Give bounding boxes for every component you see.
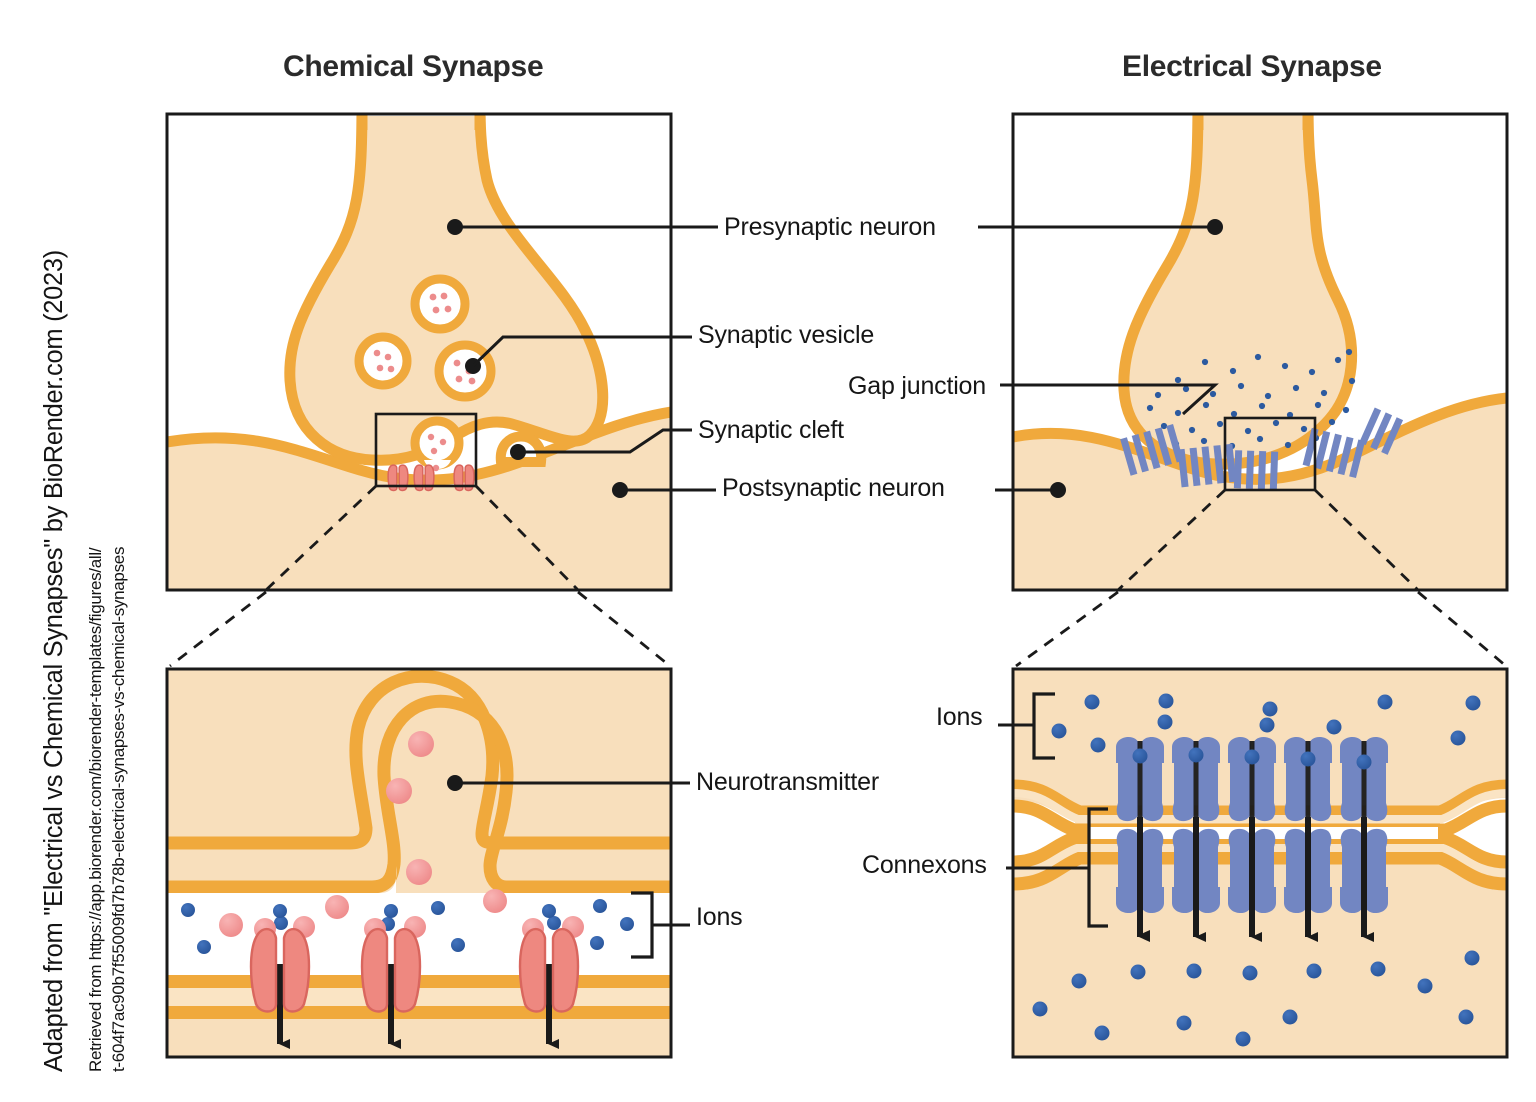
ion <box>1032 1001 1048 1017</box>
ion <box>1450 730 1466 746</box>
ion-group-upper <box>1051 693 1481 770</box>
receptor-channel-group <box>249 904 584 1049</box>
label-ions-left: Ions <box>696 903 743 931</box>
ion <box>431 901 445 915</box>
ion <box>1130 964 1146 980</box>
receptor-subunit <box>249 927 278 1013</box>
zoom-connector-left-outer <box>169 590 267 668</box>
zoom-connector-left-outer <box>1015 590 1119 668</box>
ion <box>620 917 634 931</box>
synaptic-vesicle <box>354 332 412 390</box>
neurotransmitter <box>325 895 349 919</box>
presynaptic-membrane-interior <box>167 681 671 882</box>
ion <box>1051 723 1067 739</box>
label-connexons: Connexons <box>862 851 987 879</box>
label-synaptic-vesicle: Synaptic vesicle <box>698 321 875 349</box>
ion <box>197 940 211 954</box>
label-gap-junction: Gap junction <box>848 372 986 400</box>
postsynaptic-cell-body <box>1013 398 1507 590</box>
ion <box>1094 1025 1110 1041</box>
ion <box>1306 963 1322 979</box>
zoom-connector-right-outer <box>1417 590 1507 668</box>
ion <box>1132 748 1148 764</box>
label-postsynaptic-neuron: Postsynaptic neuron <box>722 474 945 502</box>
label-synaptic-cleft: Synaptic cleft <box>698 416 844 444</box>
ion <box>1262 701 1278 717</box>
ion <box>542 904 556 918</box>
ion <box>1458 1009 1474 1025</box>
callout-lines <box>447 219 1223 959</box>
ion <box>1259 717 1275 733</box>
ion <box>1464 950 1480 966</box>
zoom-connector-left <box>265 484 377 590</box>
presynaptic-membrane-inner <box>167 694 671 894</box>
label-ions-right: Ions <box>936 703 983 731</box>
ion <box>1244 749 1260 765</box>
ion <box>1188 747 1204 763</box>
ion <box>384 904 398 918</box>
postsynaptic-membrane-inner <box>167 1006 671 1019</box>
ion <box>181 903 195 917</box>
ion <box>273 904 287 918</box>
ion <box>1282 1009 1298 1025</box>
neurotransmitter <box>483 889 507 913</box>
title-chemical-synapse: Chemical Synapse <box>283 50 544 83</box>
label-presynaptic-neuron: Presynaptic neuron <box>724 213 936 241</box>
ion <box>1465 695 1481 711</box>
panel-chemical-zoom <box>165 667 673 1059</box>
ion <box>590 936 604 950</box>
ion <box>1300 751 1316 767</box>
gap-junction-connexons <box>1120 407 1404 490</box>
label-neurotransmitter: Neurotransmitter <box>696 768 879 796</box>
ion <box>1370 961 1386 977</box>
zoom-connector-right <box>475 485 579 590</box>
ion <box>1071 973 1087 989</box>
neurotransmitter <box>219 913 243 937</box>
ion <box>1158 693 1174 709</box>
title-electrical-synapse: Electrical Synapse <box>1122 50 1382 83</box>
zoom-connector-right <box>1314 488 1419 590</box>
receptor-subunit <box>393 927 422 1013</box>
ion-group-lower <box>1032 950 1480 1047</box>
ion <box>1326 719 1342 735</box>
ion <box>1084 694 1100 710</box>
receptor-subunit <box>360 927 389 1013</box>
synaptic-vesicle-docking <box>410 416 464 472</box>
neurotransmitter <box>408 731 434 757</box>
receptor-subunit <box>551 927 580 1013</box>
receptor-subunit <box>518 927 547 1013</box>
ion <box>1090 737 1106 753</box>
receptor-subunit <box>282 927 311 1013</box>
ion <box>1186 963 1202 979</box>
callout-dot-postsynaptic-right <box>1050 482 1066 498</box>
ion <box>593 899 607 913</box>
receptor-channels-top <box>387 464 475 492</box>
chemical-inset-box <box>374 412 478 488</box>
panel-chemical-top <box>165 112 673 592</box>
electrical-inset-box <box>1223 416 1317 492</box>
callout-dot-presynaptic-right <box>1207 219 1223 235</box>
zoom-connector-right-outer <box>577 590 671 668</box>
ion <box>1176 1015 1192 1031</box>
ion <box>1356 754 1372 770</box>
neurotransmitter <box>386 778 412 804</box>
neurotransmitter <box>406 859 432 885</box>
presynaptic-membrane-outer <box>167 669 671 850</box>
synaptic-vesicle <box>410 274 470 334</box>
panel-electrical-zoom <box>1011 667 1509 1059</box>
ion <box>1235 1031 1251 1047</box>
ion <box>451 938 465 952</box>
ion-dots-terminal <box>1146 348 1356 450</box>
ion <box>1417 978 1433 994</box>
synaptic-vesicle <box>434 340 496 402</box>
ion <box>1157 714 1173 730</box>
panel-electrical-top <box>1011 112 1509 592</box>
ion <box>1377 694 1393 710</box>
ion <box>1242 965 1258 981</box>
zoom-connector-left <box>1117 488 1226 590</box>
